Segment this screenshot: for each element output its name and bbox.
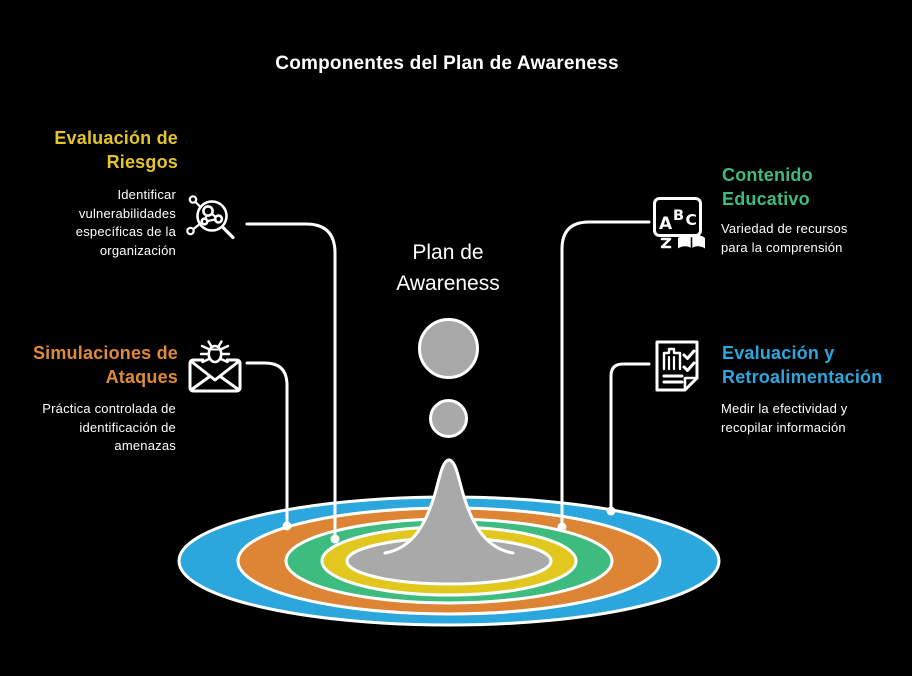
center-label: Plan de Awareness	[396, 241, 500, 295]
svg-text:A: A	[659, 214, 673, 234]
component-body-evaluacion-riesgos: Identificar vulnerabilidades específicas…	[75, 187, 176, 258]
magnifier-germs-icon	[184, 192, 238, 251]
abc-book-icon: A B C	[650, 193, 705, 255]
droplet-small	[429, 399, 468, 438]
ripple-splash	[177, 458, 721, 627]
page-title: Componentes del Plan de Awareness	[275, 53, 619, 74]
component-heading-evaluacion-retroalimentacion: Evaluación y Retroalimentación	[722, 343, 883, 387]
droplet-large	[418, 318, 479, 379]
envelope-bug-icon	[186, 337, 244, 400]
component-body-evaluacion-retroalimentacion: Medir la efectividad y recopilar informa…	[721, 401, 848, 435]
splash-column-outline	[383, 458, 515, 555]
component-heading-evaluacion-riesgos: Evaluación de Riesgos	[54, 128, 178, 172]
svg-text:B: B	[673, 208, 684, 224]
component-heading-contenido-educativo: Contenido Educativo	[722, 165, 813, 209]
component-body-simulaciones-ataques: Práctica controlada de identificación de…	[42, 401, 176, 453]
component-heading-simulaciones-ataques: Simulaciones de Ataques	[32, 343, 178, 387]
splash-column-fill	[385, 460, 513, 553]
checklist-doc-icon	[652, 338, 702, 399]
component-body-contenido-educativo: Variedad de recursos para la comprensión	[721, 221, 848, 255]
svg-text:C: C	[686, 211, 697, 229]
